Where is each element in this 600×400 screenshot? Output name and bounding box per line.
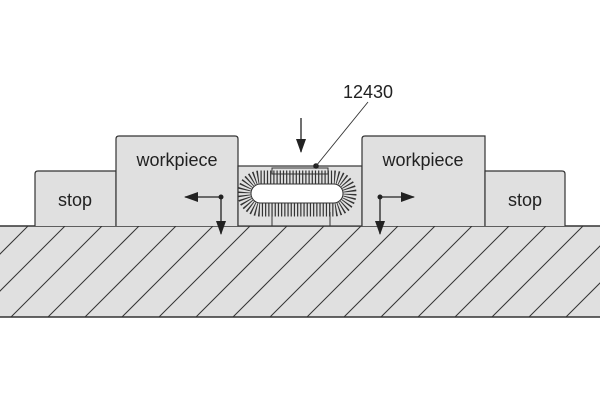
- hatch-line: [121, 226, 214, 317]
- hatch-line: [343, 226, 436, 317]
- hatch-line: [528, 245, 600, 317]
- hatch-line: [380, 226, 473, 317]
- reference-leader: 12430: [313, 82, 393, 169]
- hatch-line: [417, 226, 510, 317]
- stop-right: stop: [484, 170, 566, 226]
- workpiece-left-label: workpiece: [135, 150, 217, 170]
- hatch-line: [84, 226, 177, 317]
- stop-left-label: stop: [58, 190, 92, 210]
- hatch-line: [491, 226, 584, 317]
- hatch-line: [195, 226, 288, 317]
- hatch-line: [306, 226, 399, 317]
- hatch-line: [47, 226, 140, 317]
- hatched-base: [0, 225, 600, 318]
- coil-spring: [237, 170, 357, 217]
- right-motion-arrows: [375, 192, 415, 235]
- hatch-line: [565, 282, 600, 317]
- stop-right-label: stop: [508, 190, 542, 210]
- hatch-line: [232, 226, 325, 317]
- left-motion-arrows: [184, 192, 226, 235]
- workpiece-left: workpiece: [115, 135, 239, 226]
- stop-left: stop: [34, 170, 117, 226]
- hatch-line: [454, 226, 547, 317]
- hatch-line: [0, 226, 66, 292]
- workpiece-right-label: workpiece: [381, 150, 463, 170]
- hatch-line: [10, 226, 103, 317]
- reference-number: 12430: [343, 82, 393, 102]
- hatch-line: [269, 226, 362, 317]
- hatch-line: [158, 226, 251, 317]
- hatch-line: [0, 226, 29, 255]
- workpiece-right: workpiece: [361, 135, 486, 226]
